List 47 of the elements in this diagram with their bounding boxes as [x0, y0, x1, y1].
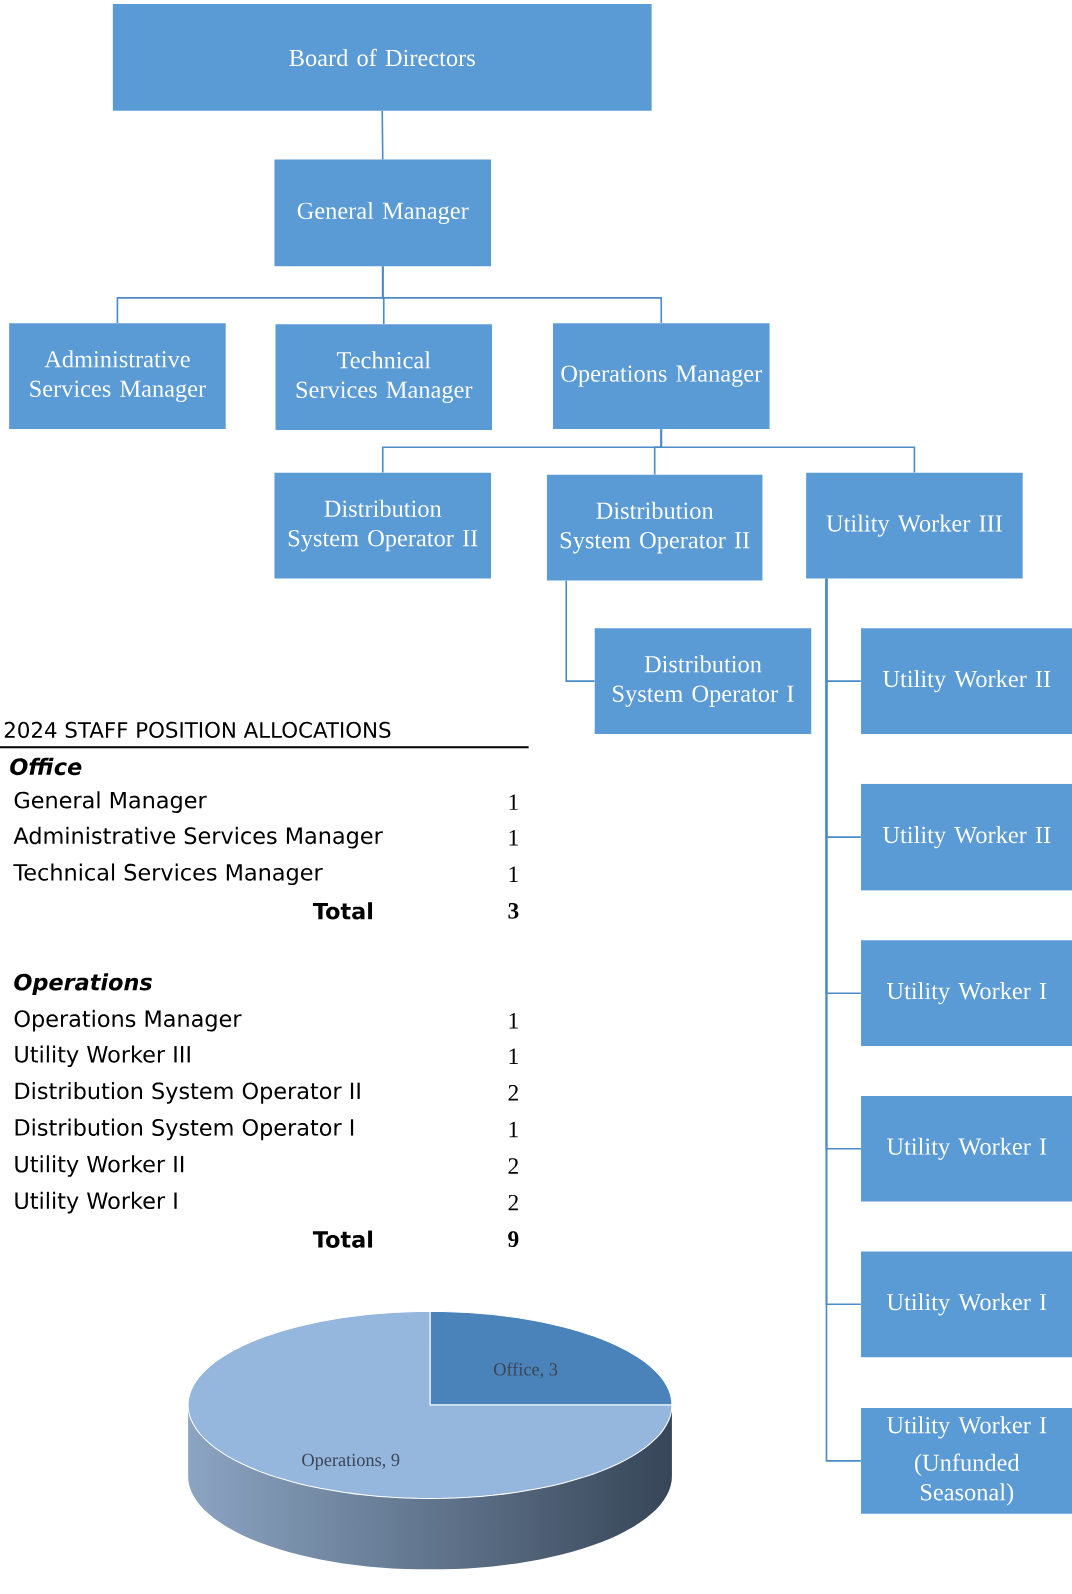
position-count: 2: [508, 1194, 518, 1211]
connector-line: [381, 110, 384, 161]
connector-line: [565, 579, 596, 682]
position-count: 2: [508, 1085, 518, 1101]
org-box: Distribution System Operator II: [546, 474, 763, 581]
org-box: Utility Worker I (Unfunded Seasonal): [860, 1407, 1072, 1514]
org-box: Operations Manager: [552, 323, 770, 429]
connector-line: [381, 265, 662, 324]
position-name: Utility Worker III: [15, 1045, 190, 1068]
position-name: General Manager: [14, 791, 207, 813]
org-box: Utility Worker I: [860, 1095, 1072, 1202]
position-count: 1: [509, 1048, 518, 1064]
position-count: 1: [509, 794, 518, 810]
total-label: Total: [312, 1230, 372, 1248]
position-name: Operations Manager: [14, 1009, 242, 1032]
total-label: Total: [312, 902, 372, 920]
org-box: Utility Worker II: [860, 628, 1072, 734]
section-heading: Office: [9, 757, 82, 776]
position-count: 1: [509, 1012, 518, 1029]
position-name: Distribution System Operator I: [15, 1118, 353, 1141]
org-box: Distribution System Operator II: [274, 472, 491, 579]
position-name: Utility Worker II: [15, 1155, 183, 1177]
position-name: Utility Worker I: [15, 1191, 177, 1214]
slice-label: Operations, 9: [301, 1453, 400, 1470]
total-count: 9: [507, 1231, 519, 1248]
org-box: Utility Worker I: [860, 1251, 1072, 1358]
org-box: Board of Directors: [112, 4, 652, 111]
position-count: 2: [508, 1158, 518, 1174]
total-count: 3: [508, 903, 519, 919]
position-name: Administrative Services Manager: [13, 826, 383, 849]
org-box: Administrative Services Manager: [8, 323, 226, 429]
org-box: Utility Worker III: [805, 472, 1023, 579]
org-box: Utility Worker I: [860, 940, 1072, 1047]
position-name: Technical Services Manager: [13, 863, 323, 886]
org-box: Utility Worker II: [860, 783, 1072, 891]
position-count: 1: [509, 1121, 518, 1138]
connector-line: [825, 577, 862, 1462]
slice-label: Office, 3: [493, 1362, 557, 1379]
connector-line: [660, 428, 915, 474]
position-count: 1: [509, 866, 518, 882]
table-title: 2024 STAFF POSITION ALLOCATIONS: [4, 721, 391, 738]
org-box: Technical Services Manager: [275, 324, 492, 430]
position-name: Distribution System Operator II: [15, 1082, 360, 1104]
org-box: Distribution System Operator I: [594, 628, 811, 734]
section-heading: Operations: [14, 973, 152, 995]
position-count: 1: [509, 829, 518, 846]
org-box: General Manager: [274, 159, 491, 267]
